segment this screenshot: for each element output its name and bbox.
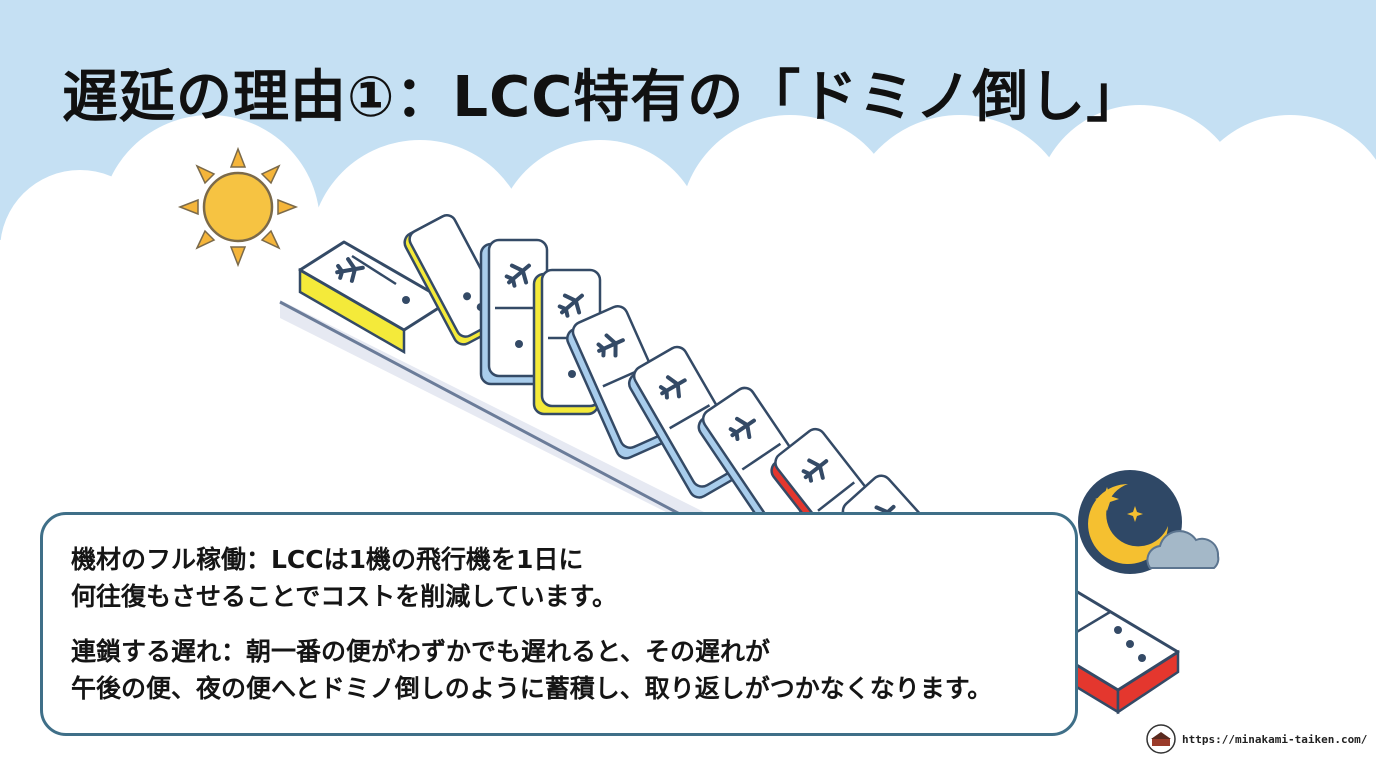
sun-icon <box>177 146 299 268</box>
explanation-box: 機材のフル稼働：LCCは1機の飛行機を1日に 何往復もさせることでコストを削減し… <box>40 512 1078 736</box>
paragraph-line: 連鎖する遅れ：朝一番の便がわずかでも遅れると、その遅れが <box>71 637 771 666</box>
paragraph-line: 何往復もさせることでコストを削減しています。 <box>71 582 618 611</box>
paragraph-full-utilization: 機材のフル稼働：LCCは1機の飛行機を1日に 何往復もさせることでコストを削減し… <box>71 541 1075 615</box>
paragraph-chain-delay: 連鎖する遅れ：朝一番の便がわずかでも遅れると、その遅れが 午後の便、夜の便へとド… <box>71 633 1075 707</box>
site-url-link[interactable]: https://minakami-taiken.com/ <box>1182 732 1368 746</box>
footer: https://minakami-taiken.com/ <box>1146 724 1367 754</box>
page-title: 遅延の理由①：LCC特有の「ドミノ倒し」 <box>62 65 1144 130</box>
paragraph-line: 機材のフル稼働：LCCは1機の飛行機を1日に <box>71 545 584 574</box>
paragraph-line: 午後の便、夜の便へとドミノ倒しのように蓄積し、取り返しがつかなくなります。 <box>71 674 993 703</box>
site-logo-icon <box>1146 724 1176 754</box>
cloud-icon <box>1146 530 1220 569</box>
